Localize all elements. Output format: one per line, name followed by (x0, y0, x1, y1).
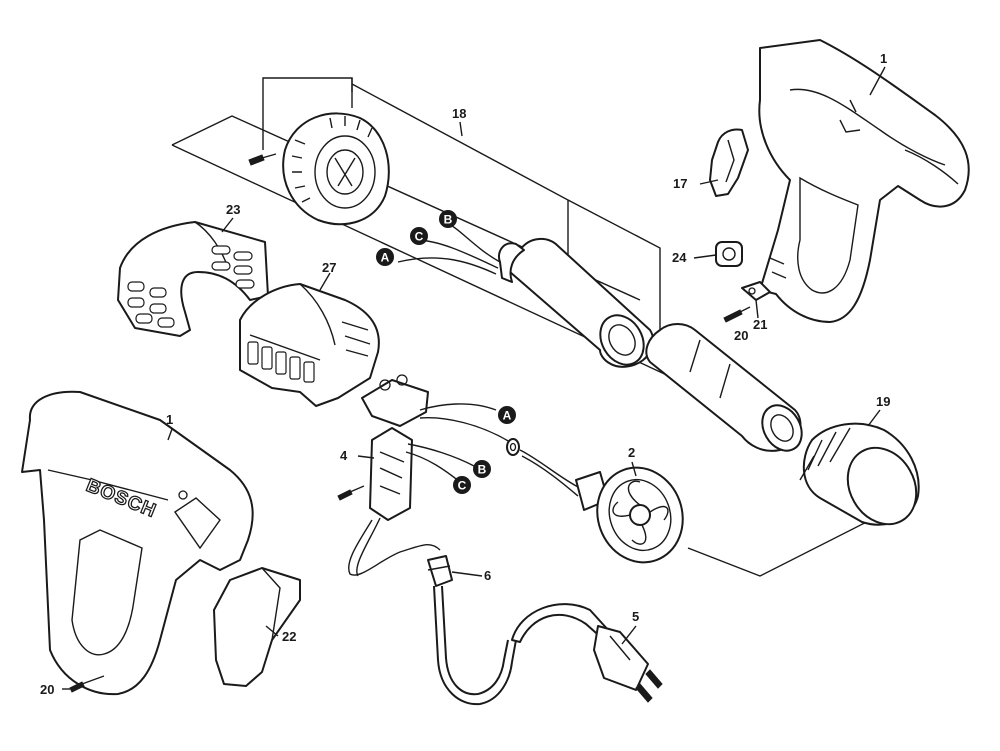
cover (213, 567, 301, 687)
cord (433, 585, 663, 706)
air-guide (239, 283, 380, 407)
wire-marker-a-top: A (376, 248, 394, 266)
label-housing-right: 1 (880, 51, 887, 66)
svg-text:B: B (444, 213, 453, 227)
svg-text:C: C (458, 479, 467, 493)
heating-tube (498, 238, 655, 368)
label-switch: 4 (340, 448, 348, 463)
svg-text:A: A (503, 409, 512, 423)
wire-marker-c-top: C (410, 227, 428, 245)
wire-marker-b-mid: B (473, 460, 491, 478)
wire-marker-a-mid: A (498, 406, 516, 424)
label-air-guide: 27 (322, 260, 336, 275)
svg-text:B: B (478, 463, 487, 477)
nozzle-cap (799, 422, 920, 526)
label-heating-assembly: 18 (452, 106, 466, 121)
wire-bundle-mid (405, 403, 511, 483)
label-cap: 17 (673, 176, 687, 191)
callout-leaders (62, 66, 886, 690)
heater-cylinder (645, 323, 803, 452)
svg-text:C: C (415, 230, 424, 244)
bushing (715, 241, 743, 267)
switch-screw (337, 485, 365, 501)
label-cord: 5 (632, 609, 639, 624)
wire-marker-b-top: B (439, 210, 457, 228)
label-bushing: 24 (672, 250, 687, 265)
label-housing-left: 1 (166, 412, 173, 427)
wire-marker-c-mid: C (453, 476, 471, 494)
wire-ring (506, 438, 520, 456)
svg-text:A: A (381, 251, 390, 265)
switch (361, 374, 429, 521)
label-switch-plate: 2 (628, 445, 635, 460)
cord-grommet (348, 517, 453, 587)
fan-motor (519, 449, 684, 564)
clamp (741, 281, 771, 301)
label-nozzle-cap: 19 (876, 394, 890, 409)
label-cord-grommet: 6 (484, 568, 491, 583)
label-cover: 22 (282, 629, 296, 644)
label-screw-right: 20 (734, 328, 748, 343)
label-clamp: 21 (753, 317, 767, 332)
fan-housing (282, 112, 390, 226)
screw-left (69, 675, 105, 693)
screw-right (723, 306, 751, 323)
label-screw-left: 20 (40, 682, 54, 697)
fan-screw (248, 153, 277, 166)
housing-right (758, 39, 970, 323)
housing-left: BOSCH (21, 390, 254, 696)
vent-cover (117, 221, 269, 337)
label-vent-cover: 23 (226, 202, 240, 217)
callout-labels: 1 1 2 4 5 6 17 18 19 20 20 21 22 23 24 2… (40, 51, 890, 697)
cap (709, 128, 749, 197)
